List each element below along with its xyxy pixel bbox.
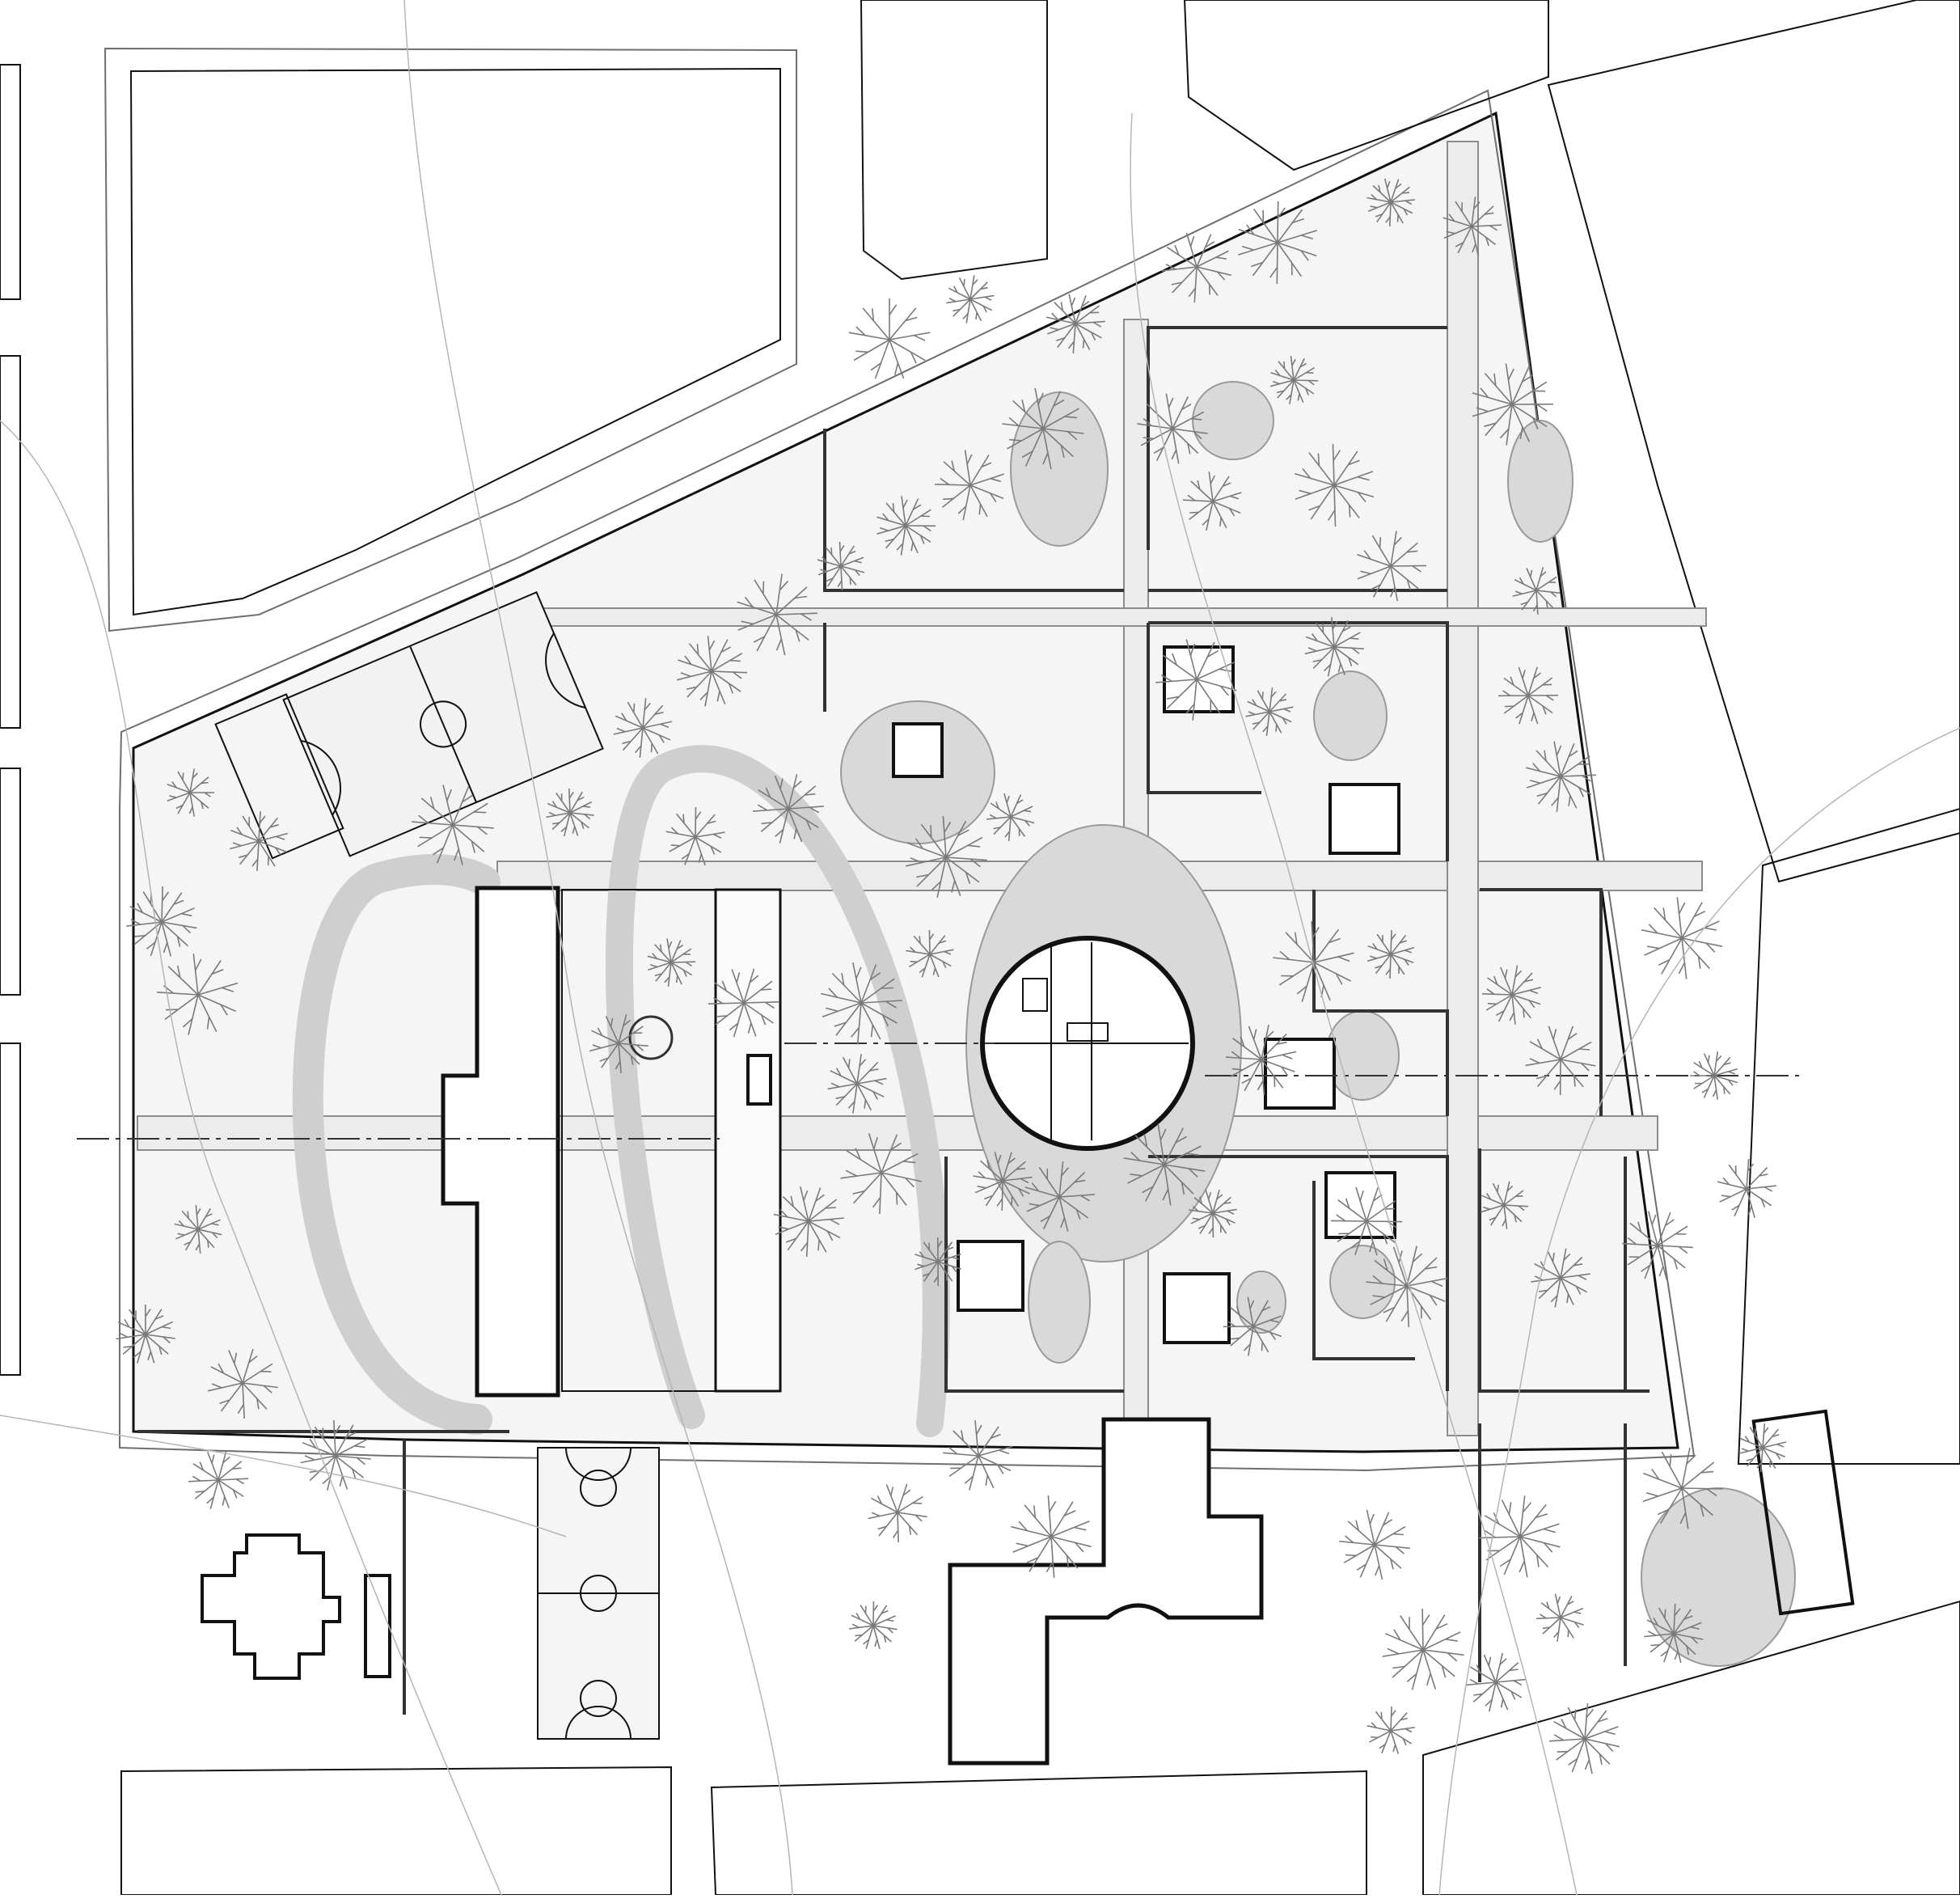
pavilion-6 bbox=[1164, 1274, 1229, 1343]
buildings-west bbox=[0, 65, 20, 1375]
clearing-south-1 bbox=[1029, 1241, 1090, 1363]
circular-pavilion bbox=[982, 938, 1193, 1148]
tree-symbol bbox=[1383, 1609, 1464, 1690]
clearing-upper-left bbox=[1011, 392, 1108, 546]
south-west-building bbox=[202, 1535, 340, 1678]
small-south-block bbox=[365, 1575, 390, 1677]
buildings-east bbox=[1548, 0, 1960, 882]
north-south-path-right bbox=[1447, 142, 1478, 1436]
tree-symbol bbox=[868, 1484, 927, 1542]
tree-symbol bbox=[1536, 1594, 1584, 1642]
tree-symbol bbox=[1479, 1495, 1560, 1577]
clearing-south-3 bbox=[1330, 1246, 1395, 1318]
buildings-east-lower bbox=[1738, 809, 1960, 1464]
tree-symbol bbox=[188, 1451, 248, 1508]
tree-symbol bbox=[1549, 1703, 1620, 1774]
buildings-south bbox=[121, 1767, 671, 1895]
pavilion-2 bbox=[1330, 785, 1399, 853]
pavilion-8 bbox=[748, 1055, 771, 1104]
pavilion-5 bbox=[958, 1241, 1023, 1310]
clearing-upper-right bbox=[1508, 421, 1573, 542]
upper-path-row bbox=[517, 608, 1706, 626]
tree-symbol bbox=[946, 275, 994, 323]
tree-symbol bbox=[1339, 1510, 1410, 1580]
service-block bbox=[716, 890, 780, 1391]
buildings-south-center bbox=[712, 1771, 1367, 1895]
pavilion-7 bbox=[893, 724, 942, 776]
south-hall-building bbox=[950, 1419, 1261, 1763]
basketball-court-south bbox=[538, 1448, 659, 1739]
tree-symbol bbox=[1641, 897, 1722, 979]
tree-symbol bbox=[1466, 1653, 1526, 1711]
buildings-north-center bbox=[861, 0, 1047, 279]
pavilion-3 bbox=[1265, 1039, 1334, 1108]
tree-symbol bbox=[1367, 1707, 1415, 1754]
clearing-upper bbox=[1193, 382, 1274, 459]
tree-symbol bbox=[1717, 1159, 1776, 1218]
clearing-southeast-large bbox=[1641, 1488, 1795, 1666]
tree-symbol bbox=[849, 1601, 897, 1649]
clearing-mid-right bbox=[1314, 671, 1387, 760]
tree-symbol bbox=[849, 298, 930, 379]
clearing-east bbox=[1326, 1011, 1399, 1100]
